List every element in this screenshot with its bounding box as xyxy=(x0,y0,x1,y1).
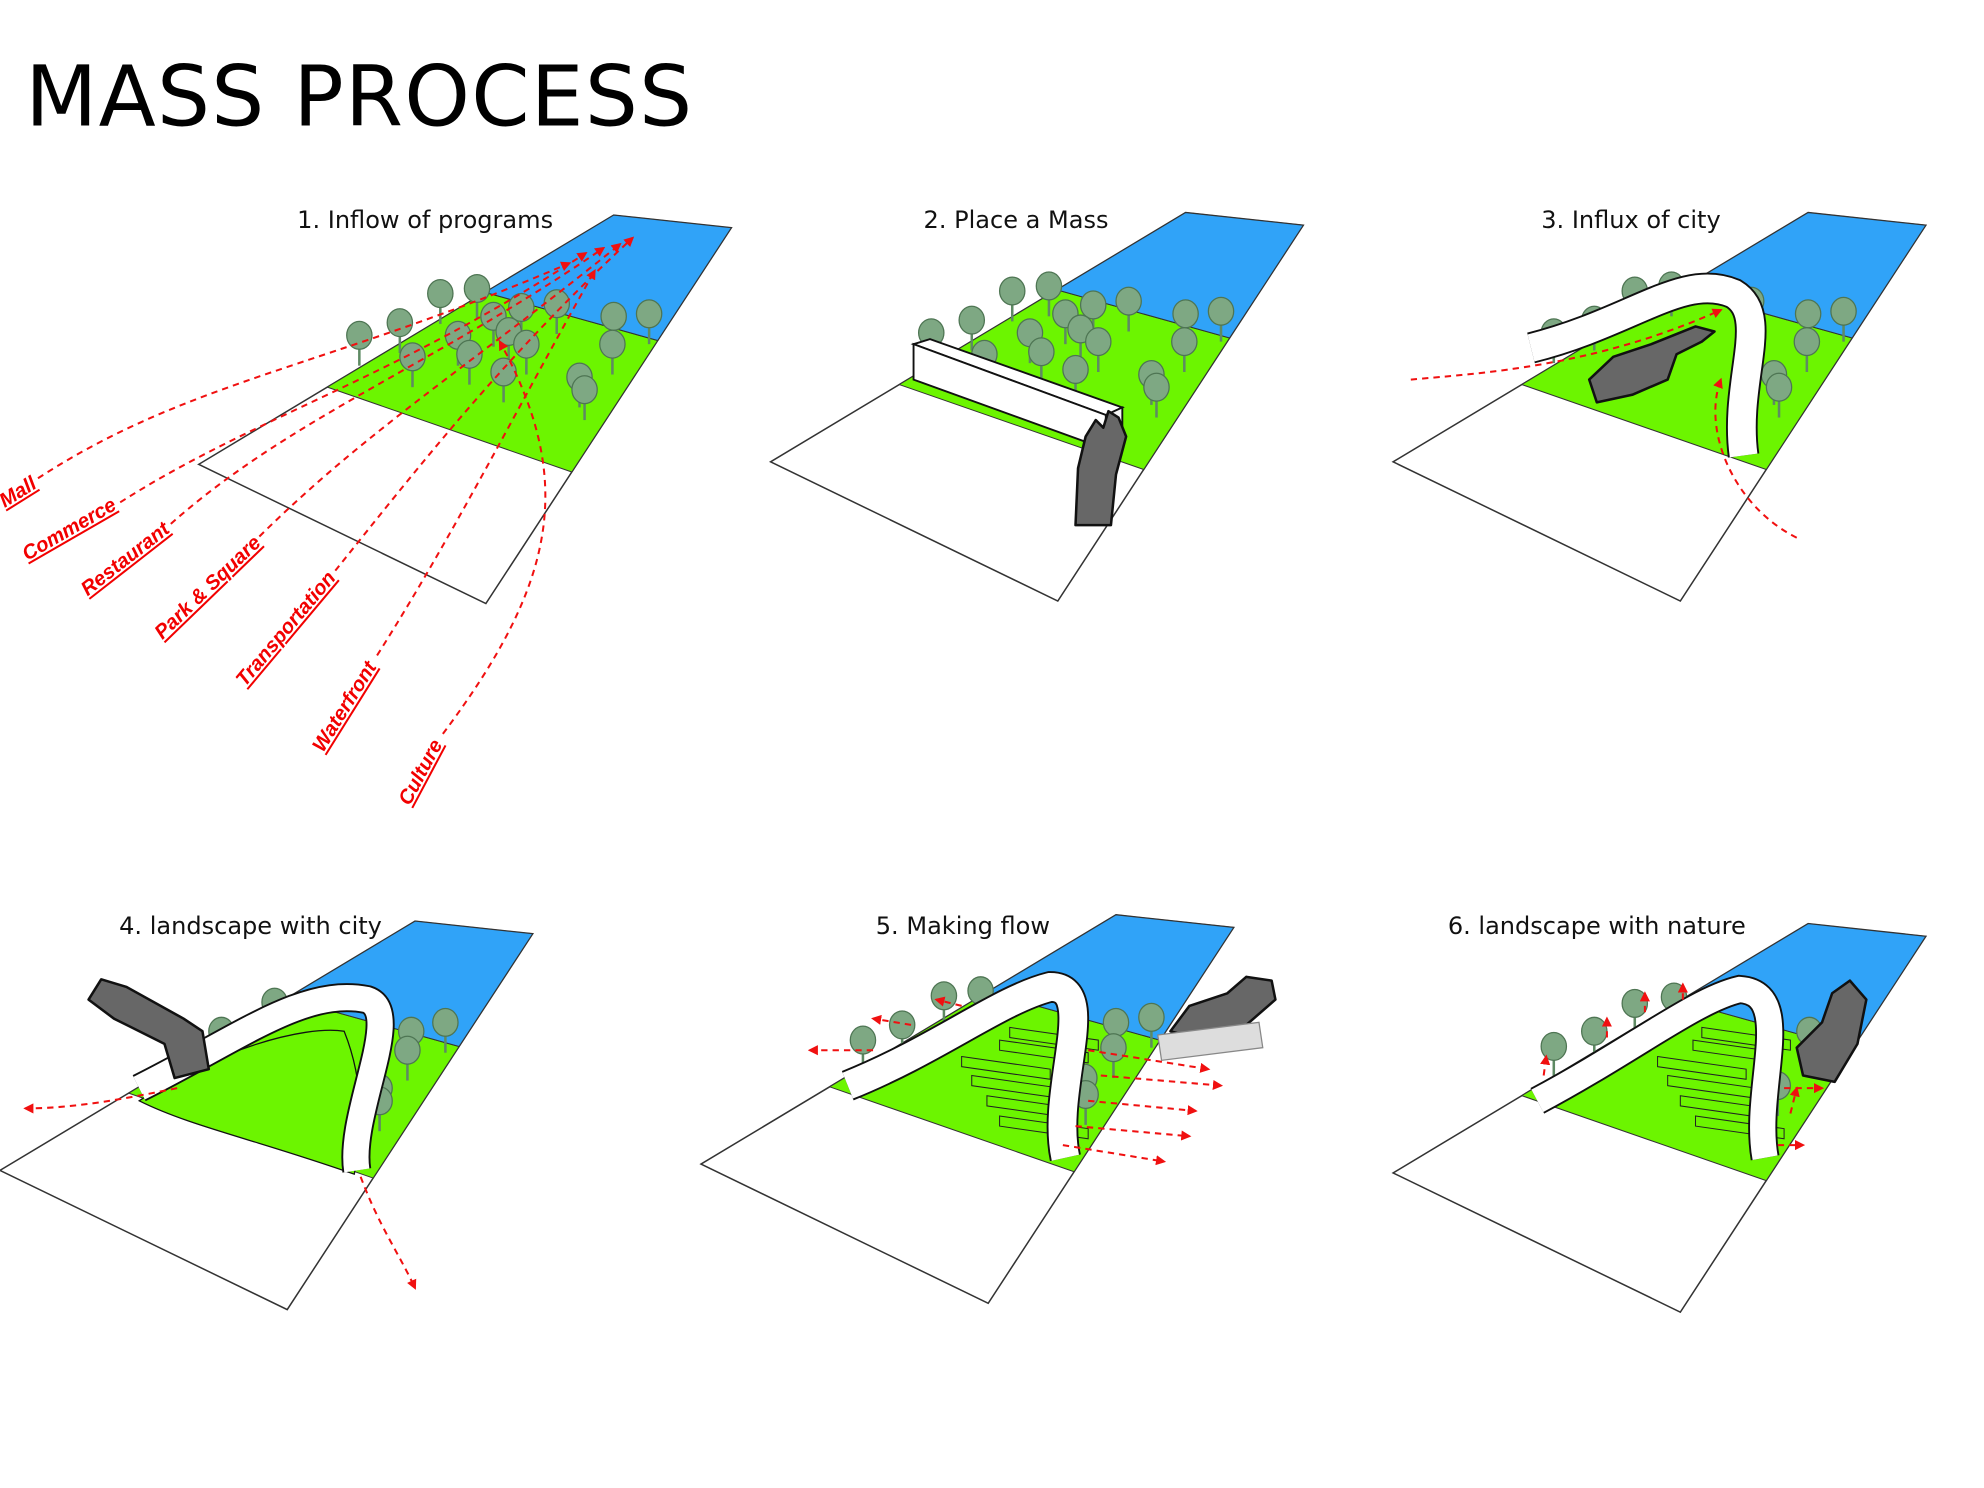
page-title: MASS PROCESS xyxy=(25,47,693,145)
tree-icon xyxy=(1830,296,1857,326)
tree-icon xyxy=(1100,1033,1127,1063)
tree-icon xyxy=(1102,1007,1130,1037)
tree-icon xyxy=(394,1035,421,1065)
flow-arrow xyxy=(1410,308,1723,381)
flow-arrow xyxy=(1100,1074,1224,1090)
tree-icon xyxy=(998,276,1026,306)
green-step xyxy=(1657,1055,1747,1080)
program-flow-arrow-1 xyxy=(37,261,572,480)
flow-arrow xyxy=(934,996,962,1007)
water-area xyxy=(986,914,1235,1041)
tree-icon xyxy=(490,357,517,387)
flow-arrow xyxy=(1088,1049,1211,1073)
flow-arrow xyxy=(1713,377,1798,539)
panel-2-title: 2. Place a Mass xyxy=(924,206,1109,234)
program-label-park-square: Park & Square xyxy=(151,532,266,644)
tree-icon xyxy=(508,292,535,323)
hand-icon xyxy=(87,978,211,1080)
tree-icon xyxy=(1115,286,1142,316)
flow-arrow xyxy=(1540,1054,1551,1076)
tree-icon xyxy=(635,299,663,329)
tree-icon xyxy=(1172,299,1199,329)
hand-icon xyxy=(1795,979,1868,1084)
tree-icon xyxy=(456,339,483,369)
tree-icon xyxy=(1621,988,1649,1018)
tree-icon xyxy=(1143,372,1170,402)
tree-icon xyxy=(346,320,373,350)
panel-5-title: 5. Making flow xyxy=(876,912,1050,940)
tree-icon xyxy=(1794,299,1822,329)
hand-icon xyxy=(1587,325,1716,404)
tree-icon xyxy=(930,981,958,1011)
tree-icon xyxy=(1171,327,1198,357)
tree-icon xyxy=(849,1025,877,1055)
tree-icon xyxy=(1028,337,1055,367)
program-flow-arrow-6 xyxy=(376,269,596,656)
tree-icon xyxy=(888,1010,916,1040)
tree-icon xyxy=(571,375,598,405)
panel-6-title: 6. landscape with nature xyxy=(1448,912,1746,940)
tree-icon xyxy=(427,279,454,309)
tree-icon xyxy=(1062,354,1089,385)
tree-icon xyxy=(600,301,627,331)
tree-icon xyxy=(386,308,414,338)
paper-sheet xyxy=(1157,1021,1264,1062)
program-flow-arrow-5 xyxy=(334,236,635,572)
panel-3-title: 3. Influx of city xyxy=(1541,206,1720,234)
tree-icon xyxy=(1138,1002,1165,1032)
tree-icon xyxy=(1581,1016,1608,1046)
mass-shape xyxy=(842,973,1088,1161)
flow-arrow xyxy=(1062,1144,1167,1166)
tree-icon xyxy=(1035,271,1063,301)
tree-icon xyxy=(543,289,571,319)
panel-5 xyxy=(699,914,1235,1305)
program-flow-arrow-2 xyxy=(119,251,588,504)
program-label-mall: Mall xyxy=(0,473,41,513)
panel-1 xyxy=(197,214,733,605)
tree-icon xyxy=(1793,327,1821,357)
panel-3 xyxy=(1391,211,1928,602)
tree-icon xyxy=(1207,296,1235,326)
flow-arrow xyxy=(359,1176,417,1290)
green-step xyxy=(961,1055,1051,1080)
tree-icon xyxy=(432,1007,459,1037)
program-label-culture: Culture xyxy=(395,736,448,809)
flow-arrow xyxy=(1789,1086,1800,1114)
water-area xyxy=(1678,923,1927,1050)
program-label-restaurant: Restaurant xyxy=(77,517,175,600)
panel-1-title: 1. Inflow of programs xyxy=(297,206,553,234)
tree-icon xyxy=(599,329,626,359)
hand-icon xyxy=(1074,409,1128,527)
tree-icon xyxy=(1085,327,1112,357)
mass-shape xyxy=(1527,274,1765,458)
program-label-transportation: Transportation xyxy=(232,567,340,690)
flow-arrow xyxy=(1075,1125,1192,1141)
tree-icon xyxy=(1079,290,1107,320)
tree-icon xyxy=(1765,372,1793,402)
program-label-commerce: Commerce xyxy=(19,494,121,565)
tree-icon xyxy=(958,305,986,335)
program-flow-arrow-4 xyxy=(258,242,622,538)
tree-icon xyxy=(463,273,491,304)
mass-shape xyxy=(133,985,393,1173)
program-label-waterfront: Waterfront xyxy=(309,657,382,756)
panel-4-title: 4. landscape with city xyxy=(119,912,382,940)
mass-shape xyxy=(1531,976,1783,1161)
tree-icon xyxy=(1540,1031,1568,1061)
program-flow-arrow-7 xyxy=(442,339,547,735)
